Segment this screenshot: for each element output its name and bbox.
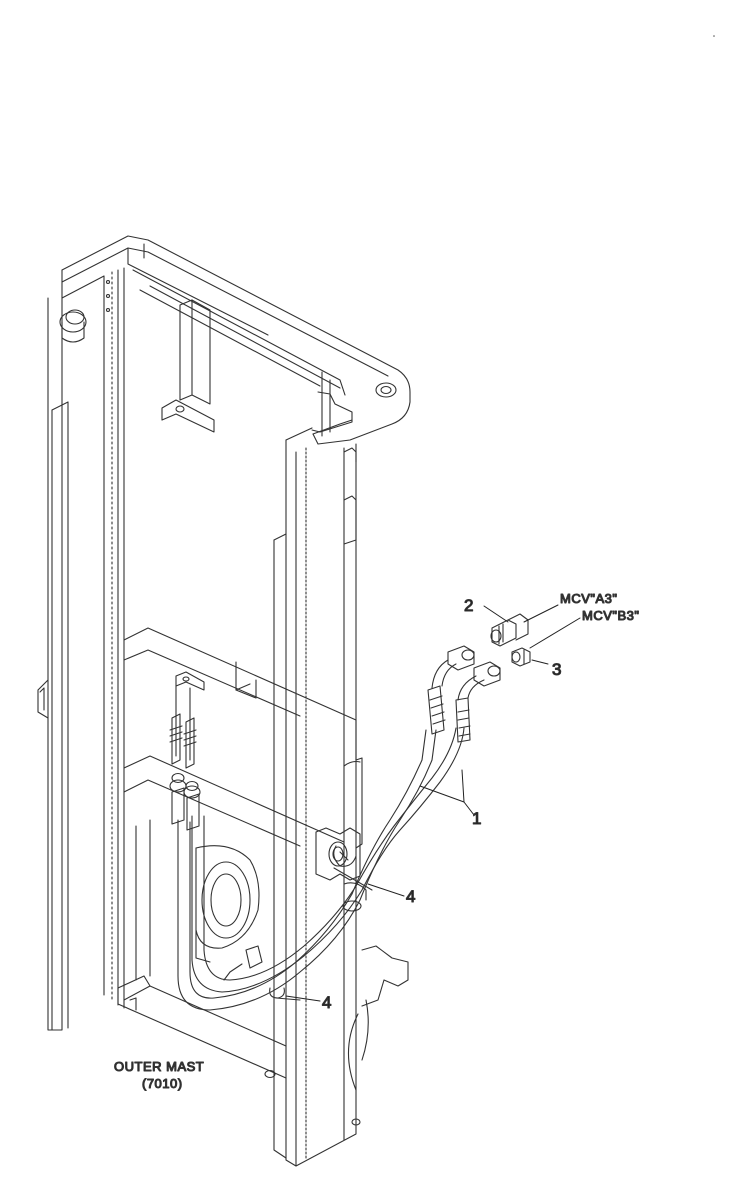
leader-lines xyxy=(285,604,581,1002)
part-label-name: OUTER MAST xyxy=(114,1059,204,1074)
part-label-number: (7010) xyxy=(142,1076,183,1091)
port-label-a3: MCV"A3" xyxy=(560,591,618,606)
callout-3: 3 xyxy=(552,660,561,679)
callout-4-lower: 4 xyxy=(322,993,331,1012)
outer-mast-frame xyxy=(37,235,411,1167)
callout-labels: 2 3 1 4 4 MCV"A3" MCV"B3" OUTER MAST (70… xyxy=(113,590,640,1091)
stray-mark xyxy=(713,35,715,37)
callout-1: 1 xyxy=(472,809,481,828)
callout-4-upper: 4 xyxy=(406,887,415,906)
adapter-fitting xyxy=(511,647,531,667)
port-label-b3: MCV"B3" xyxy=(582,608,640,623)
tie-strap xyxy=(269,845,373,1001)
connector-fitting xyxy=(490,613,529,647)
hydraulic-hose-assembly xyxy=(169,645,501,1011)
callout-2: 2 xyxy=(464,596,473,615)
